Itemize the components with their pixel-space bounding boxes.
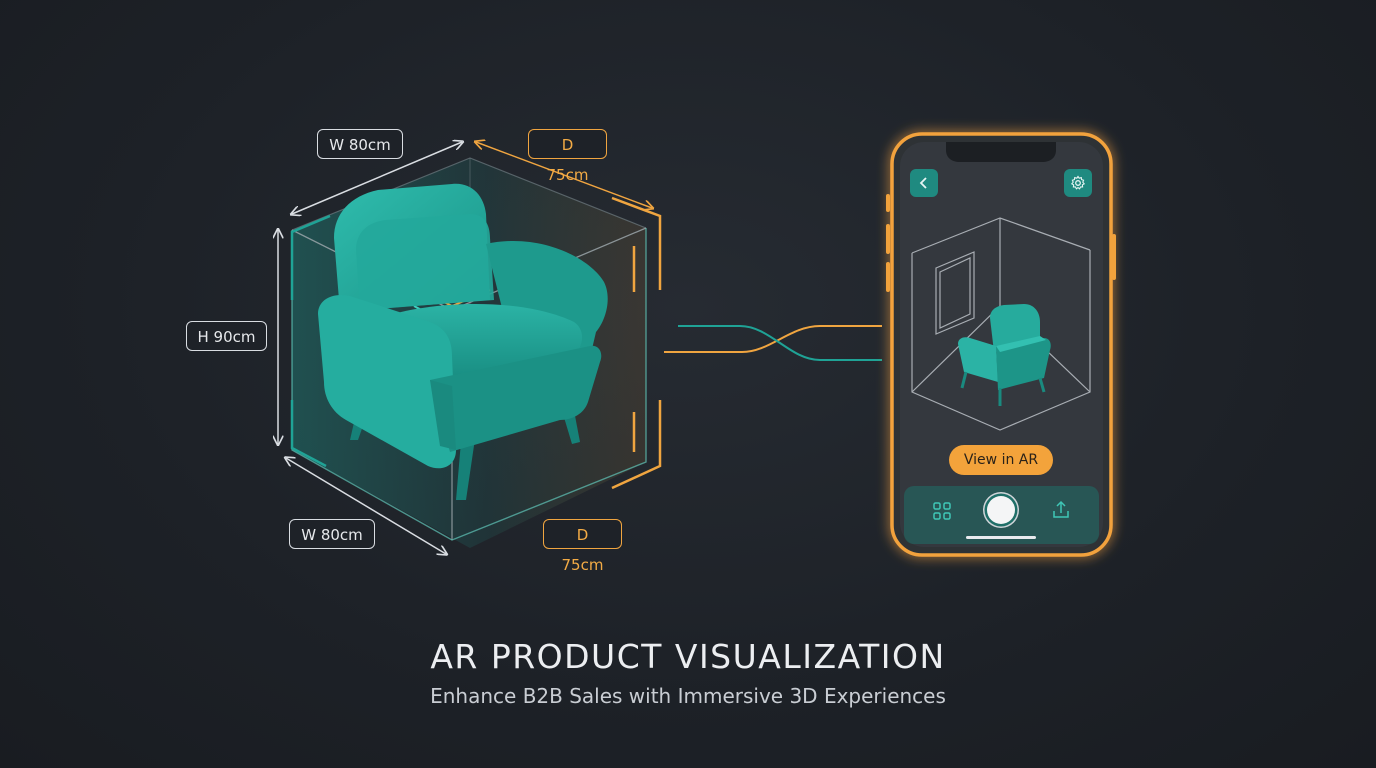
chevron-left-icon [919, 177, 927, 189]
depth-label-bottom: D 75cm [543, 519, 622, 574]
back-button[interactable] [910, 169, 938, 197]
gear-icon [1070, 175, 1086, 190]
height-label: H 90cm [186, 321, 267, 351]
page-title: AR PRODUCT VISUALIZATION [430, 637, 946, 676]
share-icon [1053, 500, 1069, 518]
phone [886, 132, 1116, 557]
armchair [318, 183, 608, 500]
qr-scan-icon [933, 502, 951, 520]
dimension-arrows [278, 142, 652, 554]
scan-button[interactable] [931, 500, 953, 522]
width-label-top: W 80cm [317, 129, 403, 159]
depth-label-top: D 75cm [528, 129, 607, 184]
width-label-bottom: W 80cm [289, 519, 375, 549]
view-in-ar-button[interactable]: View in AR [949, 445, 1053, 475]
page-subtitle: Enhance B2B Sales with Immersive 3D Expe… [430, 684, 946, 708]
mini-armchair [958, 304, 1051, 406]
connector-lines [664, 325, 882, 361]
shutter-button[interactable] [987, 496, 1015, 524]
share-button[interactable] [1050, 499, 1072, 521]
settings-button[interactable] [1064, 169, 1092, 197]
